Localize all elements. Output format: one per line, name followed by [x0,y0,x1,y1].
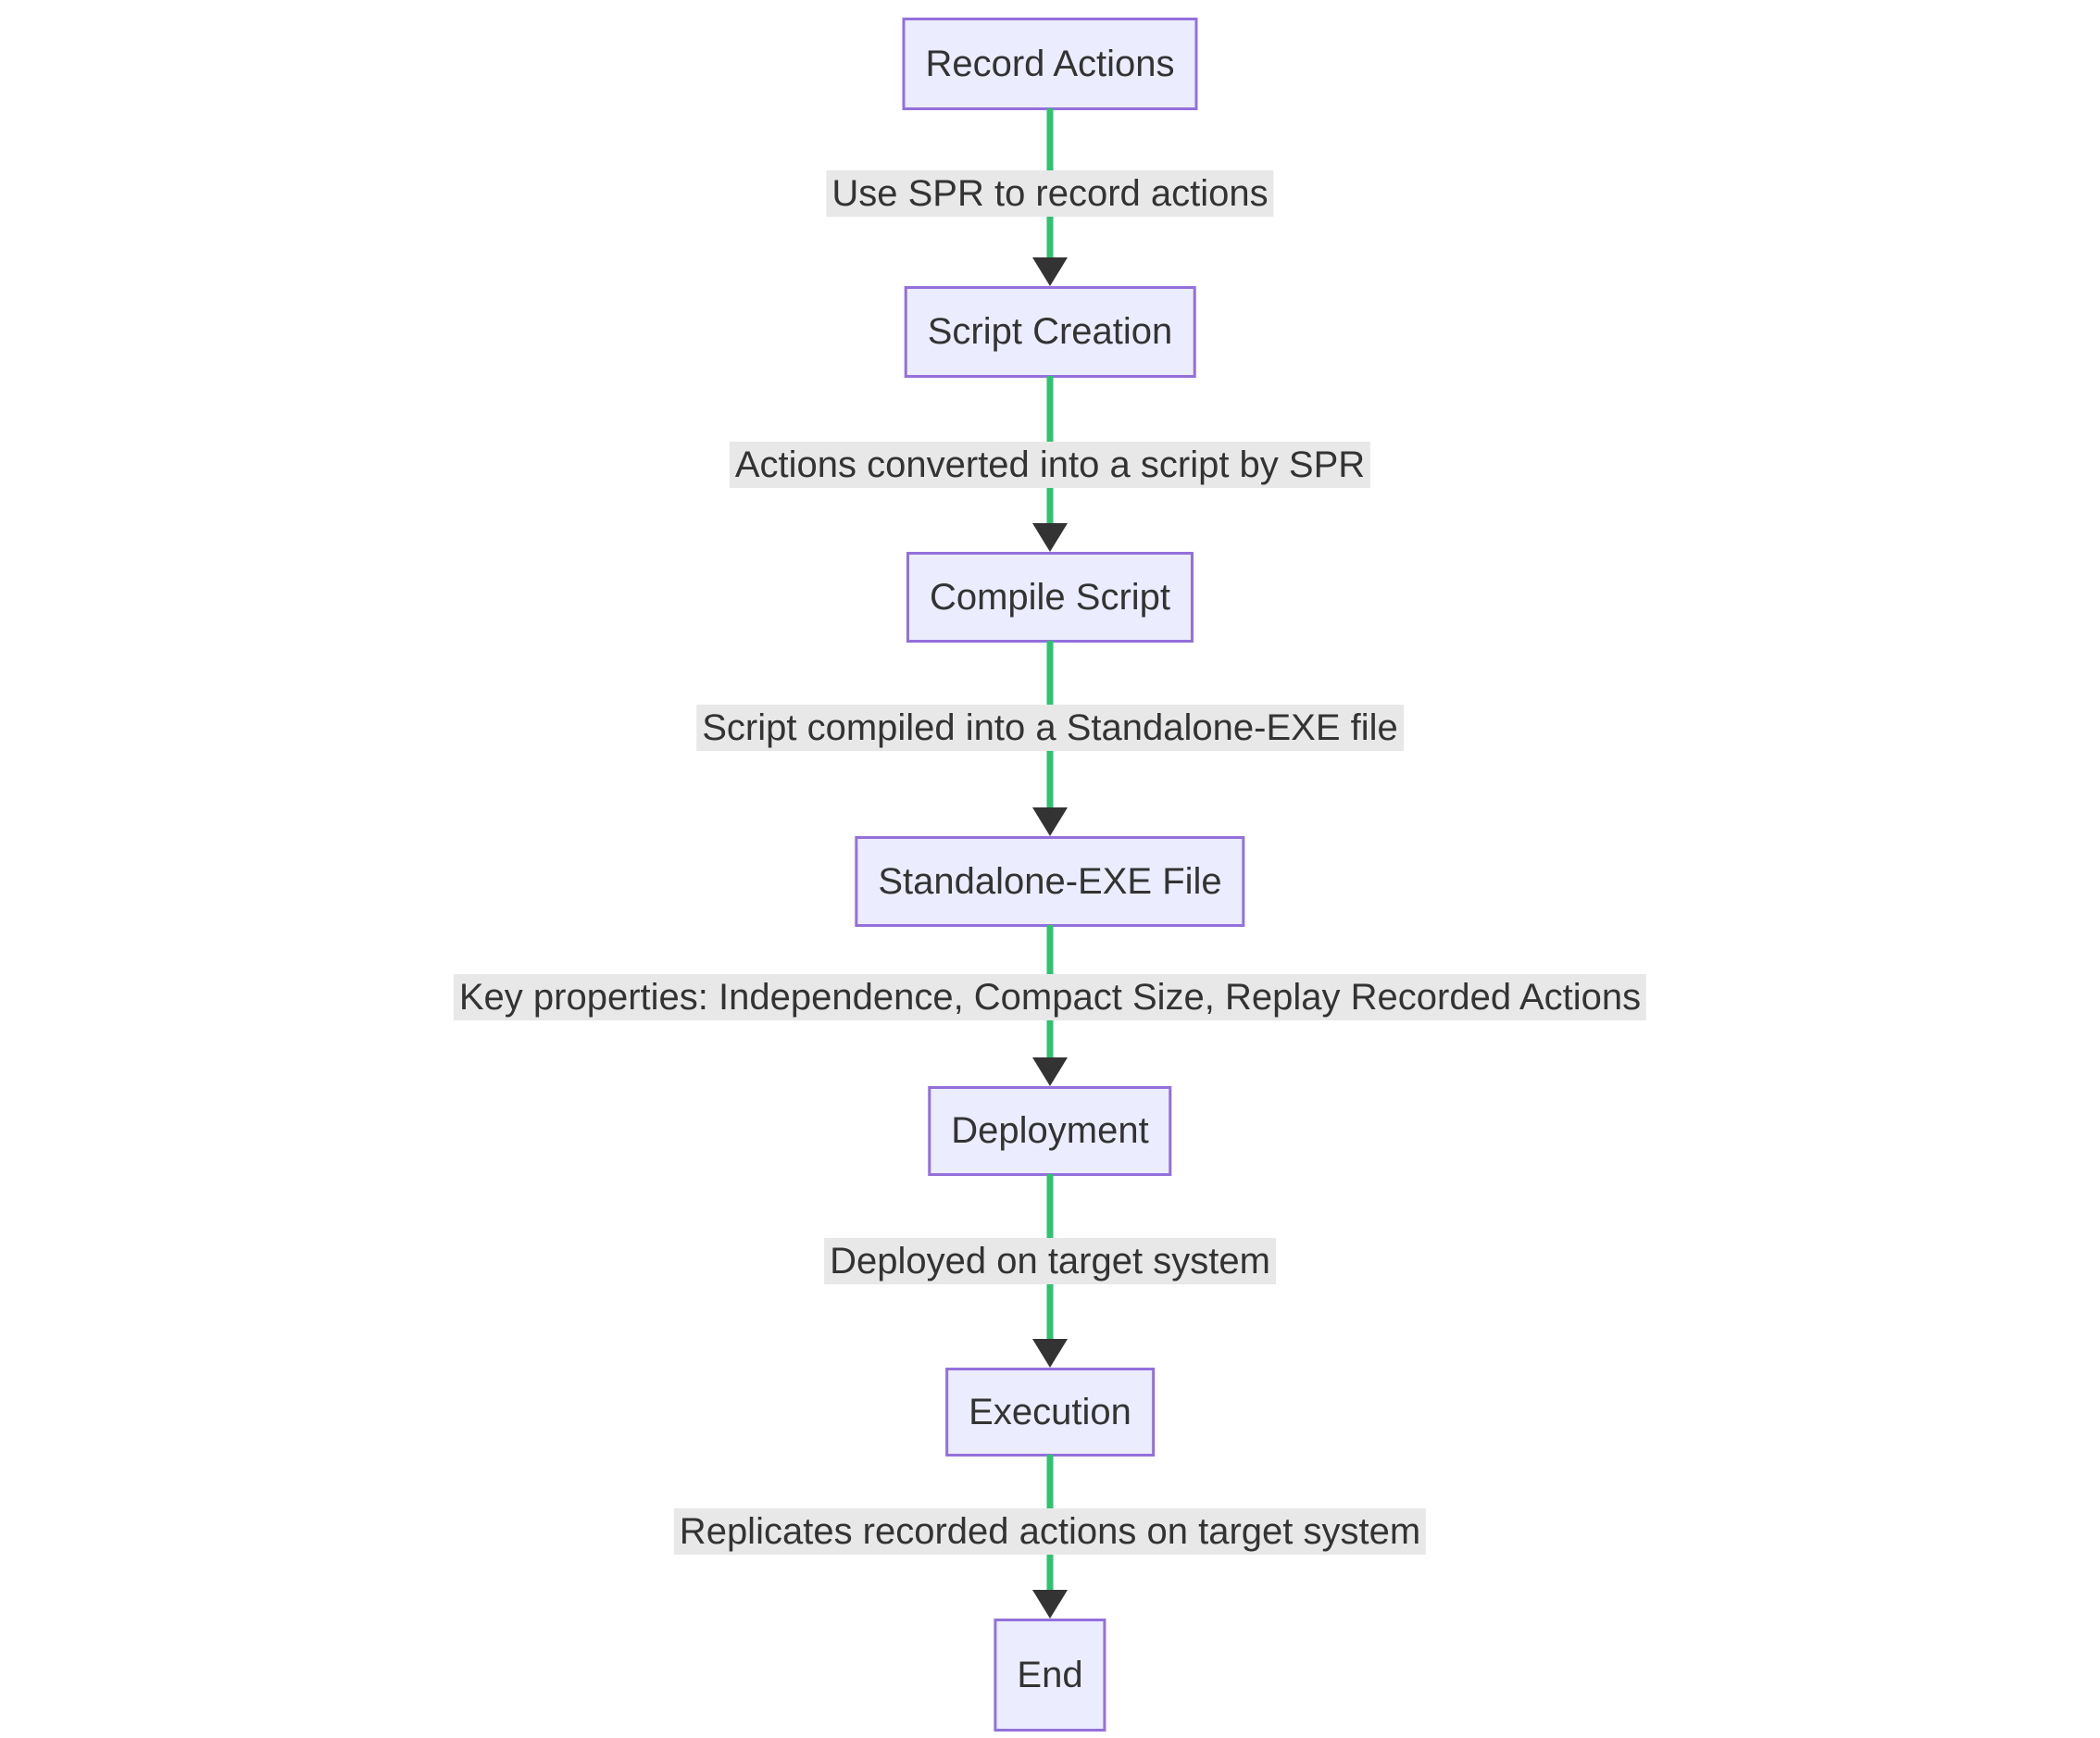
edge-label-execution-to-end: Replicates recorded actions on target sy… [673,1508,1427,1555]
edge-label-record-actions-to-script-creation: Use SPR to record actions [826,170,1274,217]
node-execution: Execution [945,1368,1155,1457]
node-compile-script: Compile Script [906,552,1194,643]
node-end: End [994,1619,1106,1732]
arrow-down-icon [1032,1057,1068,1086]
node-deployment: Deployment [928,1086,1172,1176]
edge-label-deployment-to-execution: Deployed on target system [824,1238,1276,1284]
arrow-down-icon [1032,523,1068,552]
node-label: Standalone-EXE File [878,860,1222,902]
arrow-down-icon [1032,1339,1068,1368]
node-label: End [1017,1654,1083,1695]
node-record-actions: Record Actions [902,18,1198,110]
arrow-down-icon [1032,1590,1068,1619]
arrow-down-icon [1032,257,1068,286]
node-label: Compile Script [929,576,1171,618]
node-label: Record Actions [925,43,1175,84]
edge-label-script-creation-to-compile-script: Actions converted into a script by SPR [729,442,1371,488]
node-standalone-exe-file: Standalone-EXE File [855,836,1245,927]
node-label: Deployment [951,1110,1149,1151]
node-label: Script Creation [927,311,1173,352]
edge-label-standalone-exe-file-to-deployment: Key properties: Independence, Compact Si… [453,974,1647,1020]
arrow-down-icon [1032,807,1068,836]
node-label: Execution [969,1391,1131,1432]
node-script-creation: Script Creation [904,286,1196,378]
edge-label-compile-script-to-standalone-exe-file: Script compiled into a Standalone-EXE fi… [696,705,1404,751]
